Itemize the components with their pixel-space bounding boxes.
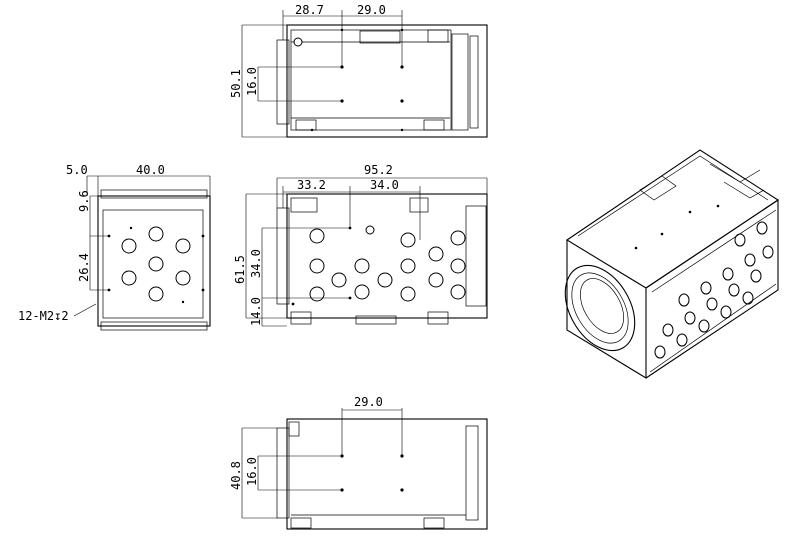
front-dim-h2: 40.0	[136, 163, 165, 177]
front-dim-h1: 5.0	[66, 163, 88, 177]
top-dim-v1: 50.1	[229, 69, 243, 98]
front-thread-note: 12-M2↧2	[18, 309, 69, 323]
front-view: 5.0 40.0 9.6 26.4 12-M2↧2	[18, 163, 211, 331]
front-dim-v2: 26.4	[77, 253, 91, 282]
side-dim-v3: 14.0	[249, 297, 263, 326]
bottom-dim-v2: 16.0	[245, 457, 259, 486]
isometric-view	[564, 149, 780, 379]
front-dim-v1: 9.6	[77, 190, 91, 212]
top-dim-h2: 29.0	[357, 3, 386, 17]
top-dim-v2: 16.0	[245, 67, 259, 96]
side-view: 95.2 33.2 34.0 61.5 34.0 14.0	[233, 163, 488, 327]
side-dim-h2: 34.0	[370, 178, 399, 192]
top-dim-h1: 28.7	[295, 3, 324, 17]
bottom-dim-h1: 29.0	[354, 395, 383, 409]
bottom-view: 29.0 40.8 16.0	[229, 395, 488, 530]
bottom-dim-v1: 40.8	[229, 461, 243, 490]
top-view: 28.7 29.0 50.1 16.0	[229, 3, 488, 138]
side-dim-h1: 33.2	[297, 178, 326, 192]
side-dim-total: 95.2	[364, 163, 393, 177]
side-dim-v2: 34.0	[249, 249, 263, 278]
side-dim-v1: 61.5	[233, 255, 247, 284]
